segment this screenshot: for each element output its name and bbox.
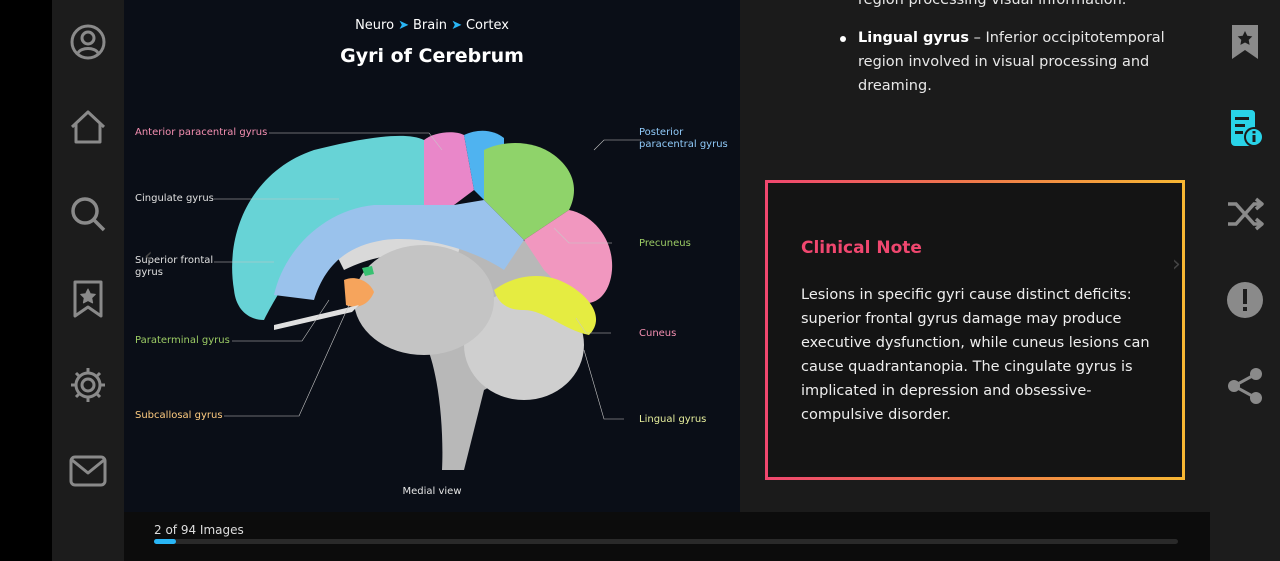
- settings-icon[interactable]: [68, 365, 108, 405]
- breadcrumb-item[interactable]: Cortex: [465, 18, 509, 33]
- image-footer: 2 of 94 Images: [124, 512, 1210, 561]
- label-cuneus: Cuneus: [639, 328, 677, 339]
- clinical-note-title: Clinical Note: [801, 238, 922, 258]
- bookmark-icon[interactable]: [1225, 22, 1265, 62]
- partial-text-line: region processing visual information.: [858, 0, 1127, 8]
- bullet-point: [840, 36, 846, 42]
- label-paraterminal-gyrus: Paraterminal gyrus: [135, 335, 230, 346]
- bullet-lingual-gyrus: Lingual gyrus – Inferior occipitotempora…: [858, 26, 1178, 98]
- label-subcallosal-gyrus: Subcallosal gyrus: [135, 410, 223, 421]
- image-progress-fill: [154, 539, 176, 544]
- chevron-right-icon: ➤: [398, 18, 409, 33]
- figure-title: Gyri of Cerebrum: [340, 45, 524, 67]
- mail-icon[interactable]: [68, 451, 108, 491]
- breadcrumb-item[interactable]: Neuro: [355, 18, 395, 33]
- label-lingual-gyrus: Lingual gyrus: [639, 414, 707, 425]
- brain-illustration[interactable]: [124, 0, 740, 512]
- label-precuneus: Precuneus: [639, 238, 691, 249]
- right-action-rail: [1210, 0, 1280, 561]
- left-nav-rail: [52, 0, 124, 561]
- image-counter: 2 of 94 Images: [154, 523, 244, 537]
- label-cingulate-gyrus: Cingulate gyrus: [135, 193, 214, 204]
- label-anterior-paracentral-gyrus: Anterior paracentral gyrus: [135, 127, 268, 138]
- label-superior-frontal-gyrus-line1: Superior frontal: [135, 255, 214, 266]
- share-icon[interactable]: [1225, 366, 1265, 406]
- content-panel: region processing visual information. Li…: [740, 0, 1210, 512]
- bullet-term: Lingual gyrus: [858, 30, 969, 46]
- profile-icon[interactable]: [68, 22, 108, 62]
- chevron-right-icon: ➤: [451, 18, 462, 33]
- shuffle-icon[interactable]: [1225, 194, 1265, 234]
- label-superior-frontal-gyrus-line2: gyrus: [135, 267, 163, 278]
- label-posterior-paracentral-gyrus-line1: Posterior: [639, 127, 684, 138]
- next-image-arrow-icon[interactable]: ›: [1172, 252, 1181, 277]
- clinical-note-body: Lesions in specific gyri cause distinct …: [801, 287, 1150, 423]
- previous-image-arrow-icon[interactable]: ‹: [144, 244, 153, 269]
- alert-icon[interactable]: [1225, 280, 1265, 320]
- bullet-description: – Inferior occipitotemporal region invol…: [858, 30, 1165, 94]
- bookmarks-icon[interactable]: [68, 279, 108, 319]
- image-progress-bar[interactable]: [154, 539, 1178, 544]
- clinical-note-card: Clinical Note Lesions in specific gyri c…: [765, 180, 1185, 480]
- breadcrumb-item[interactable]: Brain: [412, 18, 448, 33]
- breadcrumb: Neuro➤Brain➤Cortex: [124, 18, 740, 33]
- search-icon[interactable]: [68, 194, 108, 234]
- image-viewer: Neuro➤Brain➤Cortex Gyri of Cerebrum Ante…: [124, 0, 740, 512]
- home-icon[interactable]: [68, 107, 108, 147]
- label-posterior-paracentral-gyrus-line2: paracentral gyrus: [639, 139, 728, 150]
- info-document-icon[interactable]: [1225, 108, 1265, 148]
- figure-caption: Medial view: [402, 486, 462, 497]
